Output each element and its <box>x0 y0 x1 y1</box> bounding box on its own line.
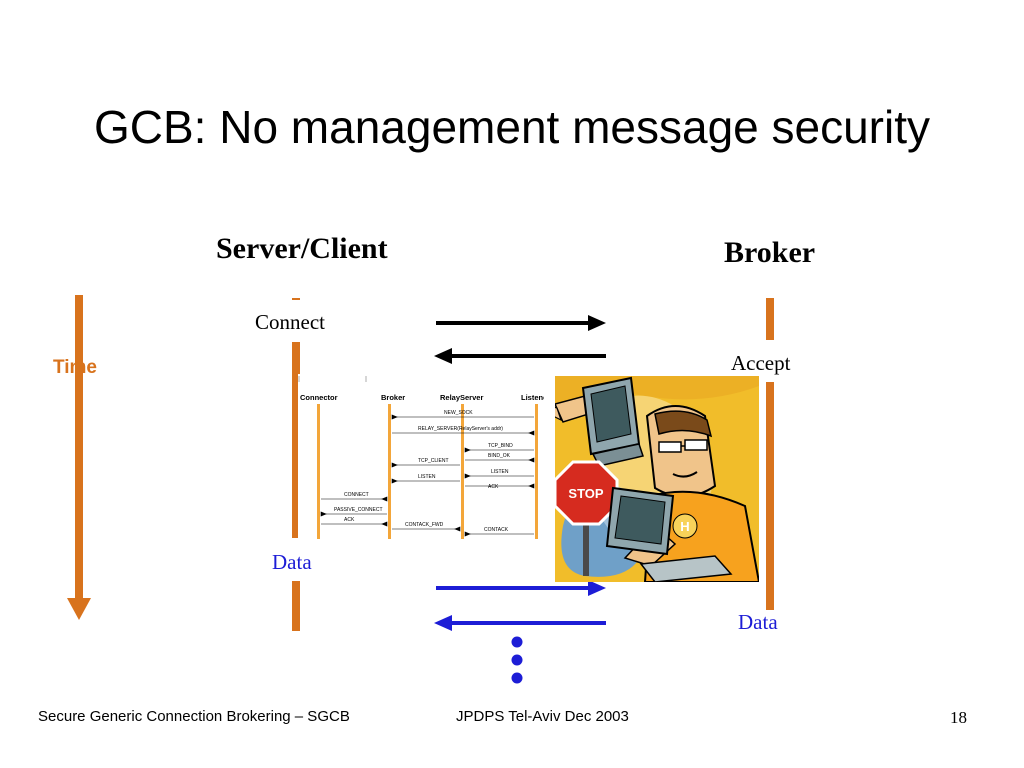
msg-bind-ok: BIND_OK <box>488 453 511 459</box>
msg-contack-fwd: CONTACK_FWD <box>405 522 444 528</box>
time-arrow-shaft <box>75 295 83 600</box>
data-label-right: Data <box>738 610 778 634</box>
msg-relay-server: RELAY_SERVER(RelayServer's addr) <box>418 426 503 432</box>
accept-label: Accept <box>731 351 791 375</box>
connect-arrow <box>436 315 606 331</box>
broker-heading: Broker <box>724 236 816 269</box>
accept-arrow <box>434 348 606 364</box>
time-label: Time <box>53 357 98 378</box>
msg-connect: CONNECT <box>344 492 369 498</box>
page-number: 18 <box>950 708 967 727</box>
keyboard <box>639 555 733 582</box>
data-arrows <box>434 580 606 631</box>
continuation-dots <box>511 636 523 684</box>
server-client-heading: Server/Client <box>216 232 388 265</box>
msg-new-sock: NEW_SOCK <box>444 410 473 416</box>
footer-center: JPDPS Tel-Aviv Dec 2003 <box>456 708 629 725</box>
shirt-letter: H <box>680 519 689 534</box>
server-timeline-segment-2 <box>292 581 300 631</box>
data-arrow-left <box>434 615 606 631</box>
msg-contack: CONTACK <box>484 527 509 533</box>
lane-label-connector: Connector <box>300 393 338 402</box>
connect-label: Connect <box>255 310 325 334</box>
server-timeline-segment-1 <box>292 342 300 538</box>
msg-listen-1: LISTEN <box>491 469 509 475</box>
lifeline-broker <box>388 404 391 539</box>
broker-timeline-segment-1 <box>766 298 774 340</box>
stop-sign-text: STOP <box>568 486 603 501</box>
time-arrow-head <box>67 598 91 620</box>
connect-accept-arrows <box>434 315 606 364</box>
stop-clipart: STOP H <box>555 376 759 582</box>
msg-ack-1: ACK <box>488 484 499 490</box>
footer-left: Secure Generic Connection Brokering – SG… <box>38 708 350 725</box>
sequence-diagram: Connector Broker RelayServer Listener NE… <box>298 374 544 544</box>
broker-timeline-segment-2 <box>766 382 774 610</box>
msg-listen-2: LISTEN <box>418 474 436 480</box>
data-label-left: Data <box>272 550 312 574</box>
msg-tcp-client: TCP_CLIENT <box>418 458 449 464</box>
lifeline-listener <box>535 404 538 539</box>
stop-sign: STOP <box>555 460 619 576</box>
bottom-monitor <box>605 486 675 556</box>
lifeline-relayserver <box>461 404 464 539</box>
top-monitor <box>581 376 644 467</box>
lane-label-listener: Listener <box>521 393 544 402</box>
server-timeline-tick <box>292 298 300 300</box>
lane-label-relayserver: RelayServer <box>440 393 483 402</box>
msg-ack-2: ACK <box>344 517 355 523</box>
msg-tcp-bind: TCP_BIND <box>488 443 513 449</box>
lane-label-broker: Broker <box>381 393 405 402</box>
msg-passive-connect: PASSIVE_CONNECT <box>334 507 383 513</box>
lifeline-connector <box>317 404 320 539</box>
data-arrow-right <box>436 580 606 596</box>
slide-title: GCB: No management message security <box>93 101 931 153</box>
